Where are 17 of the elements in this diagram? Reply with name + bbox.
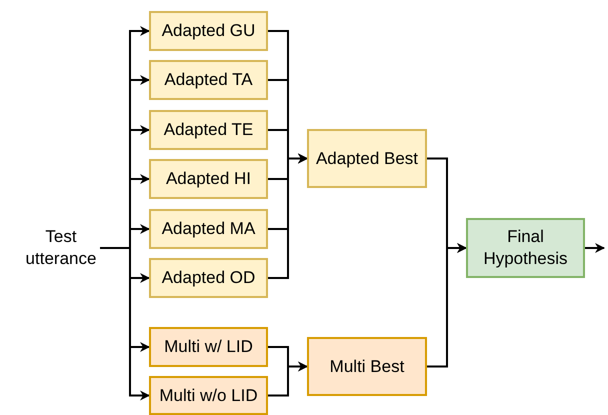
arrow [268,362,308,396]
process-box: Final Hypothesis [466,218,585,278]
process-box: Adapted TE [149,110,268,150]
arrow [268,154,308,279]
process-box: Multi w/o LID [149,376,268,415]
process-box: Adapted Best [307,129,427,188]
process-box: Adapted MA [149,209,268,249]
process-box: Adapted HI [149,159,268,199]
arrow [100,247,150,400]
process-box: Adapted GU [149,11,268,51]
process-box: Adapted TA [149,60,268,100]
process-box: Multi w/ LID [149,327,268,367]
input-label: Test utterance [24,226,98,270]
process-box: Multi Best [307,337,427,396]
process-box: Adapted OD [149,258,268,298]
arrow [427,243,467,368]
arrow [585,243,605,253]
